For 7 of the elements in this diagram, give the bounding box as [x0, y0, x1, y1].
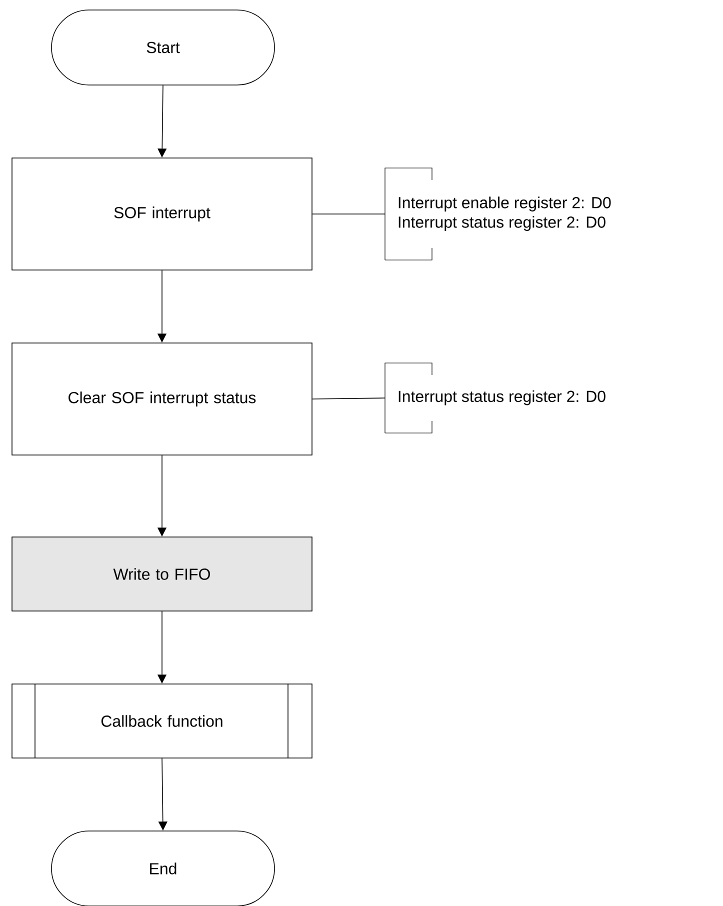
annotation-bracket: Interrupt status register 2: D0: [384, 362, 606, 434]
process-box: Clear SOF interrupt status: [12, 342, 312, 456]
subroutine-box: Callback function: [12, 684, 312, 758]
process-box: Write to FIFO: [12, 536, 312, 612]
annotation-bracket: Interrupt enable register 2: D0 Interrupt status register 2: D0: [384, 168, 611, 260]
connector-line: [312, 398, 386, 400]
process-box: SOF interrupt: [12, 158, 312, 270]
